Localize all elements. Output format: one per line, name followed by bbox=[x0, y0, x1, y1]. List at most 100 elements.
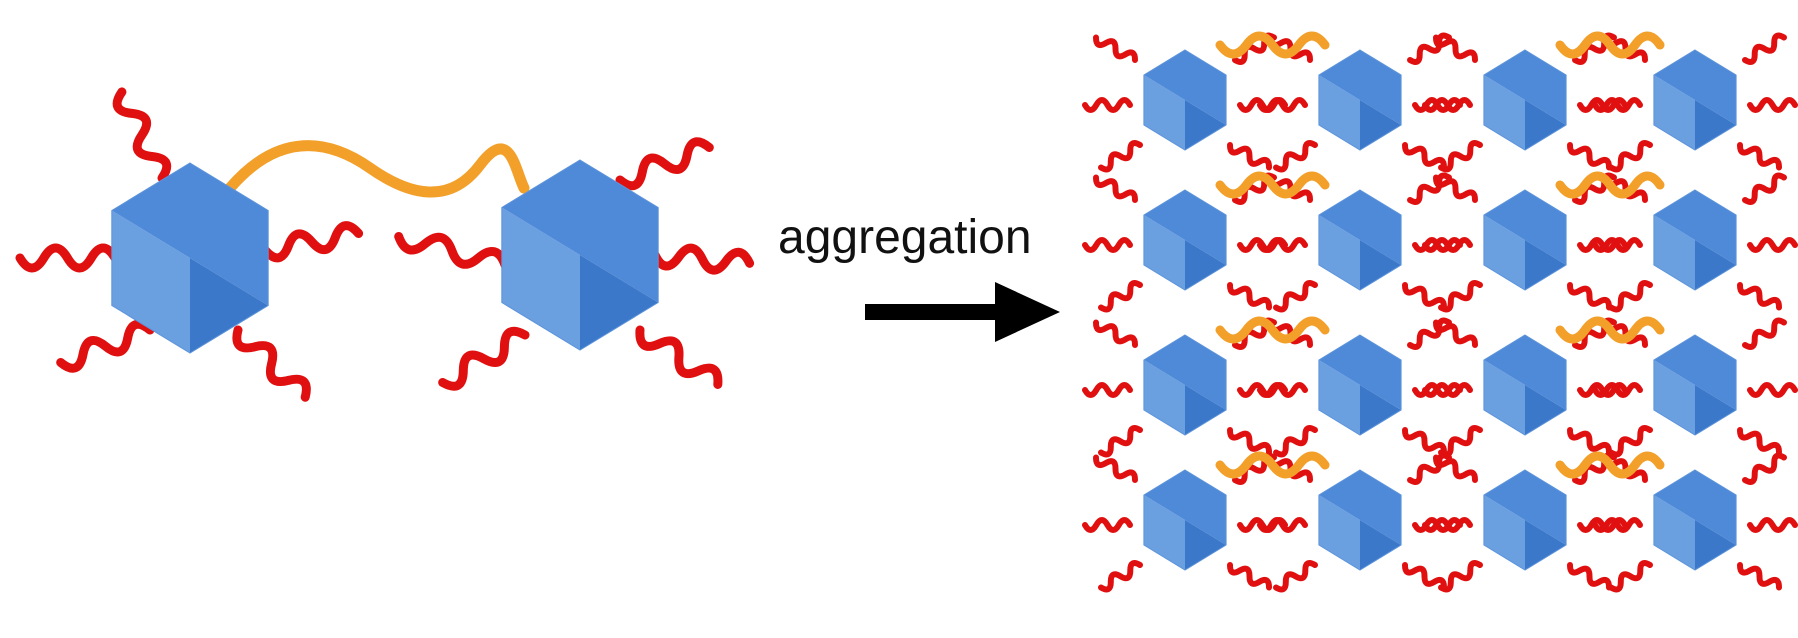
hexagon-block bbox=[1318, 189, 1402, 291]
block-face-right bbox=[1318, 335, 1402, 410]
hexagon-block bbox=[1143, 334, 1227, 436]
block-face-right bbox=[1143, 335, 1227, 410]
block-outline bbox=[1653, 334, 1737, 436]
side-chain bbox=[1098, 425, 1143, 458]
side-chain bbox=[1273, 560, 1318, 593]
side-chain bbox=[1273, 140, 1318, 173]
block-outline bbox=[501, 159, 659, 351]
arrow-label: aggregation bbox=[778, 211, 1032, 264]
side-chain bbox=[1092, 34, 1139, 63]
side-chain bbox=[1401, 562, 1448, 591]
block-face-left bbox=[1360, 100, 1402, 150]
block-outline bbox=[1653, 189, 1737, 291]
block-face-right bbox=[1653, 50, 1737, 125]
block-face-left bbox=[580, 255, 659, 350]
side-chain bbox=[1608, 140, 1653, 173]
side-chain bbox=[1098, 560, 1143, 593]
block-outline bbox=[1653, 469, 1737, 571]
block-face-left bbox=[1185, 100, 1227, 150]
side-chain bbox=[1401, 142, 1448, 171]
block-outline bbox=[1143, 49, 1227, 151]
aggregation-arrow bbox=[865, 282, 1060, 342]
block-face-right bbox=[1483, 50, 1567, 125]
side-chain bbox=[1747, 97, 1798, 113]
side-chain bbox=[1592, 97, 1643, 113]
block-outline bbox=[1143, 189, 1227, 291]
linker-chain bbox=[1555, 31, 1665, 59]
side-chain bbox=[1098, 280, 1143, 313]
block-face-left bbox=[1360, 240, 1402, 290]
side-chain bbox=[1438, 280, 1483, 313]
block-face-left bbox=[1525, 240, 1567, 290]
block-outline bbox=[1318, 189, 1402, 291]
block-face-left bbox=[1185, 520, 1227, 570]
block-face-left bbox=[1695, 520, 1737, 570]
hexagon-block bbox=[1653, 334, 1737, 436]
side-chain bbox=[1407, 172, 1452, 205]
block-face-left bbox=[1695, 385, 1737, 435]
block-face-left bbox=[1360, 520, 1402, 570]
hexagon-block bbox=[501, 159, 659, 351]
side-chain bbox=[1438, 140, 1483, 173]
side-chain bbox=[1257, 237, 1308, 253]
linker-chain bbox=[224, 140, 530, 198]
block-face-right bbox=[1653, 190, 1737, 265]
side-chain bbox=[1422, 97, 1473, 113]
side-chain bbox=[1736, 427, 1783, 456]
side-chain bbox=[1742, 32, 1787, 65]
side-chain bbox=[1742, 317, 1787, 350]
side-chain bbox=[1273, 425, 1318, 458]
block-outline bbox=[1143, 469, 1227, 571]
side-chain bbox=[1407, 317, 1452, 350]
block-face-left bbox=[1185, 240, 1227, 290]
side-chain bbox=[394, 232, 510, 270]
side-chain bbox=[1407, 452, 1452, 485]
side-chain bbox=[1401, 282, 1448, 311]
linker-chain bbox=[1215, 451, 1330, 479]
hexagon-block bbox=[1143, 189, 1227, 291]
hexagon-block bbox=[1483, 49, 1567, 151]
block-face-top bbox=[501, 207, 580, 350]
linker-chain bbox=[1215, 171, 1330, 199]
hexagon-block bbox=[1653, 49, 1737, 151]
block-outline bbox=[111, 162, 269, 354]
hexagon-block bbox=[1318, 469, 1402, 571]
side-chain bbox=[1257, 97, 1308, 113]
aggregate-lattice bbox=[1082, 31, 1798, 593]
block-outline bbox=[1653, 49, 1737, 151]
side-chain bbox=[1432, 319, 1479, 348]
side-chain bbox=[260, 221, 364, 263]
block-outline bbox=[1143, 334, 1227, 436]
block-face-left bbox=[1360, 385, 1402, 435]
block-outline bbox=[1483, 469, 1567, 571]
side-chain bbox=[650, 243, 755, 275]
side-chain bbox=[1736, 142, 1783, 171]
block-outline bbox=[1318, 49, 1402, 151]
side-chain bbox=[438, 326, 530, 391]
side-chain bbox=[1438, 425, 1483, 458]
side-chain bbox=[1226, 142, 1273, 171]
side-chain bbox=[615, 137, 714, 191]
hexagon-block bbox=[1483, 469, 1567, 571]
side-chain bbox=[1092, 319, 1139, 348]
block-face-right bbox=[1143, 190, 1227, 265]
linker-chain bbox=[1555, 171, 1665, 199]
side-chain bbox=[1592, 382, 1643, 398]
block-face-right bbox=[111, 163, 269, 306]
side-chain bbox=[1608, 560, 1653, 593]
hexagon-block bbox=[1318, 334, 1402, 436]
side-chain bbox=[1432, 34, 1479, 63]
block-outline bbox=[1483, 189, 1567, 291]
side-chain bbox=[1273, 280, 1318, 313]
hexagon-block bbox=[1483, 334, 1567, 436]
side-chain bbox=[1736, 562, 1783, 591]
arrow-head bbox=[995, 282, 1060, 342]
block-face-right bbox=[1318, 50, 1402, 125]
block-face-right bbox=[501, 160, 659, 303]
block-face-left bbox=[1695, 240, 1737, 290]
linker-chain bbox=[1215, 31, 1330, 59]
block-face-right bbox=[1653, 470, 1737, 545]
side-chain bbox=[1432, 454, 1479, 483]
side-chain bbox=[635, 325, 723, 389]
block-face-left bbox=[1525, 100, 1567, 150]
